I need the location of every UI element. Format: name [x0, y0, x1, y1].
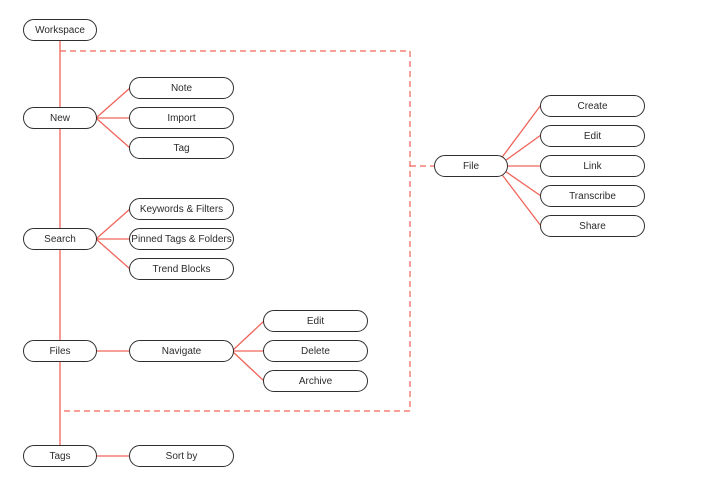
node-files-edit[interactable]: Edit — [263, 310, 368, 332]
node-file[interactable]: File — [434, 155, 508, 177]
node-tag[interactable]: Tag — [129, 137, 234, 159]
node-tags[interactable]: Tags — [23, 445, 97, 467]
node-workspace[interactable]: Workspace — [23, 19, 97, 41]
node-new[interactable]: New — [23, 107, 97, 129]
node-keywords-filters[interactable]: Keywords & Filters — [129, 198, 234, 220]
node-file-share[interactable]: Share — [540, 215, 645, 237]
node-files[interactable]: Files — [23, 340, 97, 362]
node-file-create[interactable]: Create — [540, 95, 645, 117]
node-trend-blocks[interactable]: Trend Blocks — [129, 258, 234, 280]
node-note[interactable]: Note — [129, 77, 234, 99]
node-import[interactable]: Import — [129, 107, 234, 129]
node-pinned-tags-folders[interactable]: Pinned Tags & Folders — [129, 228, 234, 250]
node-file-transcribe[interactable]: Transcribe — [540, 185, 645, 207]
node-navigate[interactable]: Navigate — [129, 340, 234, 362]
node-file-edit[interactable]: Edit — [540, 125, 645, 147]
node-files-archive[interactable]: Archive — [263, 370, 368, 392]
node-files-delete[interactable]: Delete — [263, 340, 368, 362]
node-file-link[interactable]: Link — [540, 155, 645, 177]
node-search[interactable]: Search — [23, 228, 97, 250]
node-sort-by[interactable]: Sort by — [129, 445, 234, 467]
